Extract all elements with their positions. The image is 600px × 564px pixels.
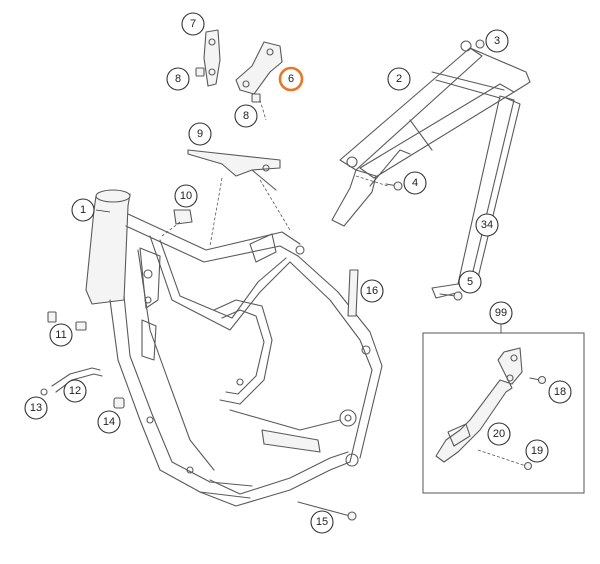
callout-34: 34	[475, 213, 499, 237]
callout-2: 2	[387, 67, 411, 91]
callout-label: 11	[55, 329, 66, 341]
callout-label: 9	[197, 128, 203, 140]
callout-6: 6	[278, 66, 304, 92]
callout-label: 1	[80, 204, 86, 216]
callout-label: 12	[69, 385, 81, 397]
callout-label: 20	[493, 428, 505, 440]
callout-18: 18	[548, 380, 572, 404]
callout-label: 14	[103, 416, 115, 428]
callout-label: 10	[180, 190, 192, 202]
callout-label: 8	[175, 73, 181, 85]
callout-20: 20	[487, 422, 511, 446]
callout-10: 10	[174, 184, 198, 208]
callout-16: 16	[360, 279, 384, 303]
callout-8-lower: 8	[234, 104, 258, 128]
callout-3: 3	[485, 29, 509, 53]
callout-8-upper: 8	[166, 67, 190, 91]
main-frame	[85, 189, 383, 507]
callout-label: 2	[396, 73, 402, 85]
callout-label: 13	[30, 402, 42, 414]
callout-9: 9	[188, 122, 212, 146]
callout-label: 19	[531, 445, 543, 457]
callout-11: 11	[49, 323, 73, 347]
callout-label: 4	[412, 177, 418, 189]
callout-4: 4	[403, 171, 427, 195]
callout-15: 15	[310, 510, 334, 534]
callout-label: 7	[190, 18, 196, 30]
callout-label: 15	[316, 516, 328, 528]
small-parts	[40, 29, 485, 521]
callout-label: 99	[495, 307, 507, 319]
subframe	[331, 40, 531, 299]
leader-lines	[95, 99, 389, 247]
callout-label: 16	[366, 285, 378, 297]
callout-19: 19	[525, 439, 549, 463]
callout-12: 12	[63, 379, 87, 403]
callout-1: 1	[71, 198, 95, 222]
sidestand-inset	[422, 332, 585, 494]
callout-label: 34	[481, 219, 493, 231]
callout-5: 5	[458, 270, 482, 294]
callout-7: 7	[181, 12, 205, 36]
callout-13: 13	[24, 396, 48, 420]
callout-label: 8	[243, 110, 249, 122]
callout-label: 18	[554, 386, 566, 398]
callout-99: 99	[489, 301, 513, 325]
callout-label: 5	[467, 276, 473, 288]
callout-label: 3	[494, 35, 500, 47]
callout-label: 6	[288, 73, 294, 85]
callout-14: 14	[97, 410, 121, 434]
